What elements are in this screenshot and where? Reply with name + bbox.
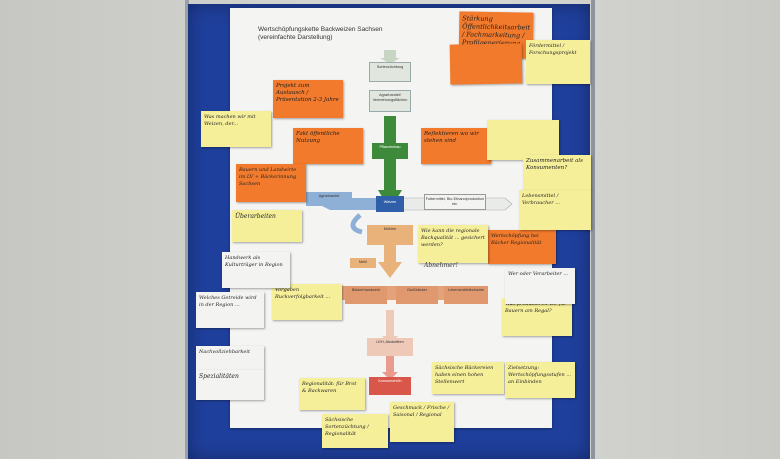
note-orange-right-lower: Wertschöpfung bei Bäcker Regionalität	[488, 230, 556, 264]
note-orange-top-right-2	[449, 43, 523, 85]
stage-lebensmittelindustrie: Lebensmittelindustrie	[444, 286, 488, 304]
stage-leh: LEH, Abokettten	[367, 338, 413, 356]
note-white-right-1: Wer oder Verarbeiter ...	[505, 268, 575, 304]
poster-title: Wertschöpfungskette Backweizen Sachsen (…	[258, 26, 383, 42]
note-yellow-center-1: Wie kann die regionale Backqualität ... …	[418, 225, 488, 263]
stage-grossbaecker: Großbäcker	[396, 286, 438, 304]
note-yellow-right-upper	[487, 120, 559, 160]
note-orange-left-3: Bauern und Landwirte im LV + Bäckerinnun…	[236, 164, 306, 202]
note-yellow-bottom-1: Sächsische Sortenzüchtung / Regionalität	[322, 414, 388, 448]
note-white-left-3: Nachvollziehbarkeit	[196, 346, 264, 370]
note-orange-mid-right: Reflektieren wo wir stehen sind	[421, 128, 491, 164]
note-yellow-right-1: Fördermittel / Forschungsprojekt	[526, 40, 590, 84]
stage-sortenzuechtung: Sortenzüchtung	[369, 62, 411, 82]
stage-konsument: Konsument/in	[369, 377, 411, 395]
stage-weizen: Weizen	[383, 200, 397, 204]
note-yellow-left-2: Überarbeiten	[232, 210, 302, 242]
note-white-left-2: Welches Getreide wird in der Region ...	[196, 292, 264, 328]
stage-muehlen: Mühlen	[367, 225, 413, 245]
note-yellow-right-3: Lebensmittel / Verbraucher ...	[519, 190, 591, 230]
note-yellow-bottom-2: Geschmack / Frische / Saisonal / Regiona…	[390, 402, 454, 442]
note-yellow-right-2: Zusammenarbeit als Konsumenten?	[523, 155, 591, 191]
note-yellow-bottom-center: Sächsische Bäckereien haben einen hohen …	[432, 362, 504, 394]
stage-pflanzenbau: Pflanzenbau	[372, 143, 408, 159]
note-yellow-center-2: Vorgaben Ruckverfolgbarkeit ...	[272, 284, 342, 320]
stage-futtermittel: Futtermittel, Bio-Ethanolproduktion etc.	[424, 194, 486, 210]
board-frame	[185, 0, 595, 459]
note-yellow-bottom-right: Zielsetzung: Wertschöpfungsstufen ... an…	[505, 362, 575, 398]
stage-agrarhandel: Agrarhandel	[306, 192, 352, 206]
note-white-left-1: Handwerk als Kulturträger in Region	[222, 252, 290, 288]
stage-mehl: Mehl	[350, 258, 376, 268]
poster-title-line2: (vereinfachte Darstellung)	[258, 34, 333, 41]
poster-title-line1: Wertschöpfungskette Backweizen Sachsen	[258, 26, 383, 33]
stage-baeckerhandwerk: Bäckerhandwerk	[345, 286, 387, 304]
note-orange-mid-left-1: Projekt zum Austausch / Präsentation 2-3…	[273, 80, 343, 118]
stage-agrarhandel-vermehrung: Agrarhandel/ Vermehrungsflächen	[369, 90, 411, 112]
note-yellow-right-mid: Was produzieren wir für Bauern am Regal?	[502, 298, 572, 336]
annotation-abnehmer: Abnehmer!	[424, 262, 458, 269]
note-white-left-4: Spezialitäten	[196, 370, 264, 400]
note-orange-mid-left-2: Fakt öffentliche Nutzung	[293, 128, 363, 164]
note-yellow-left-1: Was machen wir mit Weizen, der...	[201, 111, 271, 147]
note-yellow-bottom-left: Regionalität: für Brot & Backwaren	[299, 378, 365, 410]
